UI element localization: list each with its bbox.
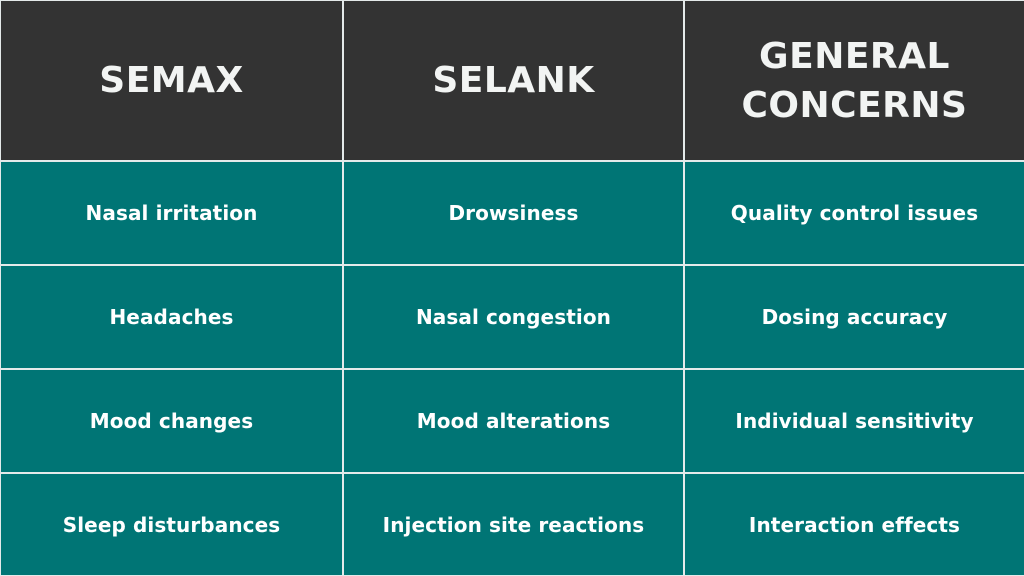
table-cell: Drowsiness [344,162,683,264]
header-semax: SEMAX [1,1,342,160]
cell-text: Drowsiness [448,201,579,225]
table-cell: Individual sensitivity [685,370,1024,472]
header-general-concerns: GENERAL CONCERNS [685,1,1024,160]
header-label: SELANK [432,60,595,101]
table-cell: Mood alterations [344,370,683,472]
table-cell: Sleep disturbances [1,474,342,575]
cell-text: Dosing accuracy [761,305,948,329]
table-cell: Nasal congestion [344,266,683,368]
table-cell: Quality control issues [685,162,1024,264]
header-label: GENERAL CONCERNS [742,32,968,130]
table-cell: Nasal irritation [1,162,342,264]
table-cell: Mood changes [1,370,342,472]
header-label-line1: GENERAL [759,35,950,77]
header-label-line2: CONCERNS [741,84,968,126]
cell-text: Interaction effects [748,512,961,537]
cell-text: Nasal congestion [415,305,612,329]
header-label: SEMAX [99,60,244,101]
cell-text: Headaches [109,305,234,329]
cell-text: Quality control issues [730,201,979,225]
table-cell: Dosing accuracy [685,266,1024,368]
table-cell: Interaction effects [685,474,1024,575]
table-cell: Injection site reactions [344,474,683,575]
header-selank: SELANK [344,1,683,160]
cell-text: Sleep disturbances [62,512,281,537]
cell-text: Nasal irritation [85,201,258,225]
table-cell: Headaches [1,266,342,368]
cell-text: Mood changes [89,409,254,433]
cell-text: Individual sensitivity [735,409,974,433]
cell-text: Injection site reactions [382,512,645,537]
cell-text: Mood alterations [416,409,611,433]
